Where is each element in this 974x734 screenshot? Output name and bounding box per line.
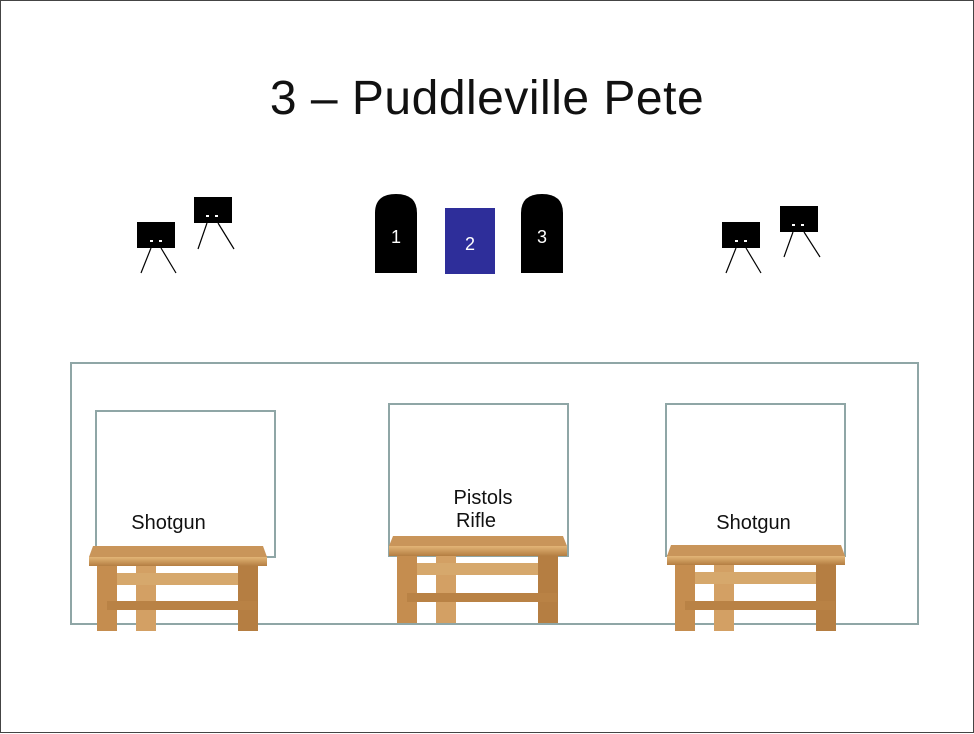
- station-center-label-line1: Pistols: [413, 487, 553, 510]
- table-right-image: [667, 545, 845, 631]
- steel-target-left-front: [137, 222, 176, 273]
- station-right-label: Shotgun: [681, 512, 826, 535]
- steel-target-left-back: [194, 197, 234, 249]
- steel-target-right-front: [722, 222, 761, 273]
- station-left-box: [96, 411, 275, 557]
- target-2-label: 2: [445, 233, 495, 256]
- target-3-label: 3: [521, 226, 563, 249]
- table-left-image: [89, 546, 267, 631]
- station-center-box: [389, 404, 568, 556]
- table-center-image: [389, 536, 567, 623]
- station-left-label: Shotgun: [96, 512, 241, 535]
- steel-target-right-back: [780, 206, 820, 257]
- station-center-label-line2: Rifle: [406, 510, 546, 533]
- target-1-label: 1: [375, 226, 417, 249]
